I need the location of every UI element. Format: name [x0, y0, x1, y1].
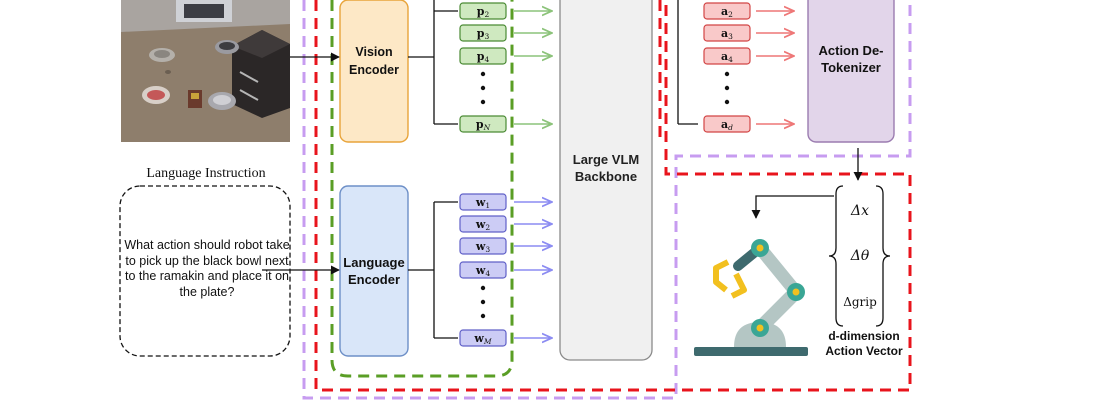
vision-token: p3: [459, 24, 507, 42]
svg-text:a4: a4: [721, 50, 733, 64]
svg-text:p3: p3: [477, 27, 490, 41]
svg-text:w1: w1: [475, 196, 490, 210]
action-token-arrows: [756, 11, 794, 124]
detokenizer-box: [807, 0, 895, 143]
svg-text:w2: w2: [475, 218, 490, 232]
instruction-text: What action should robot take to pick up…: [124, 238, 290, 299]
ellipsis-dots: [480, 71, 486, 105]
language-token: w1: [459, 193, 507, 211]
red-dashed-region: [314, 0, 912, 392]
detokenizer-label: Action De-Tokenizer: [818, 43, 884, 75]
scene-image: [121, 0, 290, 142]
purple-dashed-region: [302, 0, 912, 400]
robot-arm-icon: [694, 239, 808, 356]
action-token: a2: [703, 2, 751, 20]
vision-token-arrows: [514, 11, 552, 124]
instruction-bubble: [119, 185, 291, 357]
svg-text:p2: p2: [477, 5, 490, 19]
language-token: w2: [459, 215, 507, 233]
vision-token: p4: [459, 47, 507, 65]
vision-token-list: p2 p3 p4 pN: [459, 2, 507, 133]
language-token: w3: [459, 237, 507, 255]
svg-text:a3: a3: [721, 27, 733, 41]
vector-component-dx: Δx: [850, 203, 869, 219]
vector-component-dgrip: Δgrip: [843, 295, 877, 309]
action-token: ad: [703, 115, 751, 133]
vision-encoder-box: [339, 0, 409, 143]
language-token-arrows: [514, 202, 552, 338]
vector-to-robot-arrow: [751, 195, 834, 219]
vector-component-dtheta: Δθ: [850, 248, 870, 264]
ellipsis-dots: [724, 71, 730, 105]
vector-left-brace: [828, 185, 844, 327]
action-token: a3: [703, 24, 751, 42]
svg-text:a2: a2: [721, 5, 733, 19]
vision-encoder-label: Vision Encoder: [348, 45, 399, 77]
action-vector-label: d-dimension Action Vector: [825, 329, 903, 358]
action-token-bracket: [677, 0, 698, 125]
vision-token: pN: [459, 115, 507, 133]
svg-text:wM: wM: [473, 332, 491, 346]
ellipsis-dots: [480, 285, 486, 319]
language-encoder-box: [339, 185, 409, 357]
language-instruction-title: Language Instruction: [146, 166, 266, 181]
language-token: wM: [459, 329, 507, 347]
language-token-list: w1 w2 w3 w4 wM: [459, 193, 507, 347]
svg-text:p4: p4: [477, 50, 490, 64]
vector-right-brace: [875, 185, 891, 327]
green-dashed-region: [330, 0, 514, 378]
language-token: w4: [459, 261, 507, 279]
action-token: a4: [703, 47, 751, 65]
action-token-list: a2 a3 a4 ad: [703, 2, 751, 133]
svg-text:w3: w3: [475, 240, 490, 254]
svg-text:w4: w4: [475, 264, 490, 278]
language-token-bracket: [408, 201, 458, 339]
language-encoder-label: Language Encoder: [343, 255, 405, 287]
vlm-backbone-box: [559, 0, 653, 361]
svg-text:ad: ad: [721, 118, 733, 132]
svg-text:pN: pN: [476, 118, 491, 132]
vlm-backbone-label: Large VLM Backbone: [572, 152, 640, 184]
vision-token: p2: [459, 2, 507, 20]
vision-token-bracket: [408, 0, 458, 125]
